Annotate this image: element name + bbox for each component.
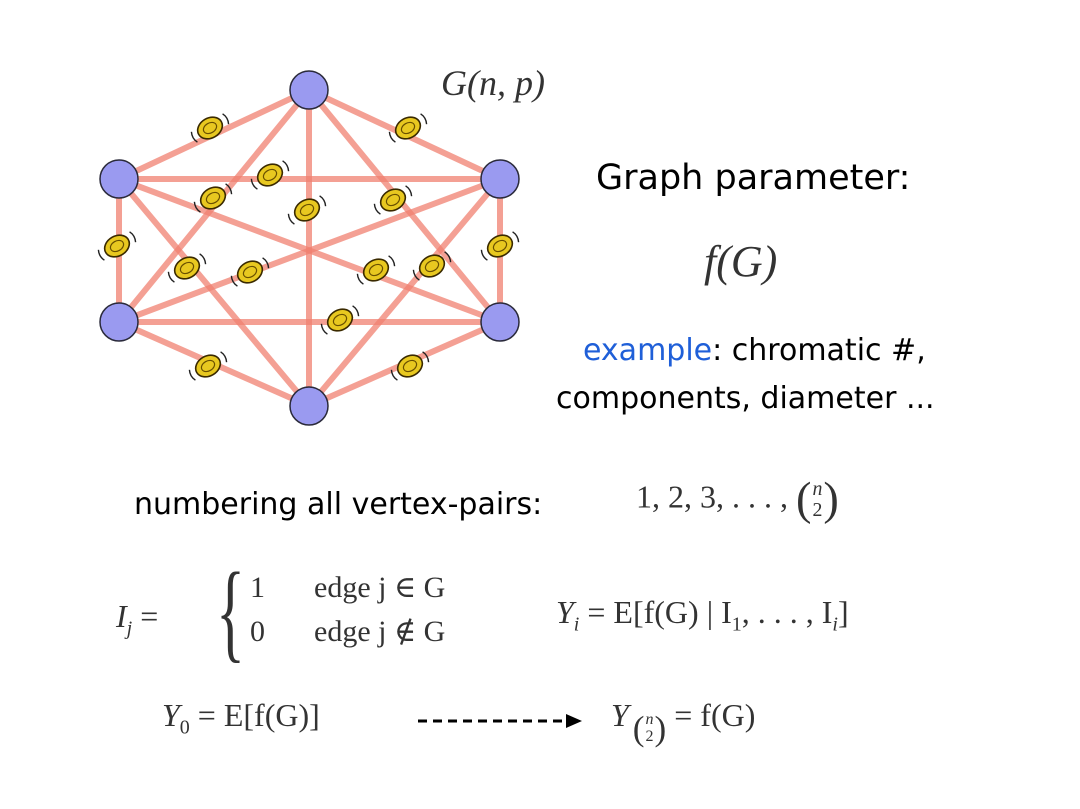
parameter-formula: f(G) (704, 237, 778, 286)
coin-icon (356, 255, 396, 285)
edge-top-lower-right (306, 87, 503, 325)
vertex-lower-right (480, 302, 520, 342)
coin-icon (373, 185, 413, 215)
case-one: 1 edge j ∈ G (250, 571, 446, 604)
edge-upper-left-bottom (116, 176, 312, 409)
vertex-top (289, 70, 329, 110)
coin-icon (250, 160, 290, 190)
coin-icon (320, 305, 360, 335)
vertex-upper-right (480, 159, 520, 199)
coin-icon (480, 231, 520, 261)
indicator-lhs: Ij = (116, 598, 159, 640)
numbering-label: numbering all vertex-pairs: (134, 487, 543, 522)
cases-brace: { (216, 550, 246, 672)
coin-icon (190, 113, 230, 143)
example-text: : chromatic #, (712, 333, 926, 368)
example-keyword: example (583, 333, 713, 368)
coin-icon (167, 253, 207, 283)
vertex-bottom (289, 386, 329, 426)
arrow-head (566, 714, 582, 728)
edge-upper-right-bottom (306, 176, 503, 409)
coin-icon (388, 113, 428, 143)
coin-icon (412, 251, 452, 281)
case-zero: 0 edge j ∉ G (250, 615, 446, 648)
coin-icon (193, 183, 233, 213)
sequence-text: 1, 2, 3, . . . , (636, 478, 788, 515)
graph-model-label: G(n, p) (441, 63, 545, 103)
edge-upper-right-lower-left (116, 176, 503, 325)
coin-icon (230, 257, 270, 287)
vertex-upper-left (99, 159, 139, 199)
example-line-2: components, diameter ... (556, 381, 935, 416)
binom-bottom: 2 (812, 499, 823, 522)
coin-icon (390, 351, 430, 381)
example-line: example: chromatic #, (583, 333, 926, 368)
coin-icon (97, 231, 137, 261)
martingale-definition: Yi = E[f(G) | I1, . . . , Ii] (556, 594, 849, 636)
coin-icon (287, 195, 327, 225)
indicator-cases: 1 edge j ∈ G 0 edge j ∉ G (250, 570, 445, 658)
vertex-lower-left (99, 302, 139, 342)
binom-top: n (812, 478, 823, 501)
parameter-heading: Graph parameter: (596, 158, 911, 198)
coin-icon (188, 351, 228, 381)
martingale-start: Y0 = E[f(G)] (162, 697, 320, 739)
